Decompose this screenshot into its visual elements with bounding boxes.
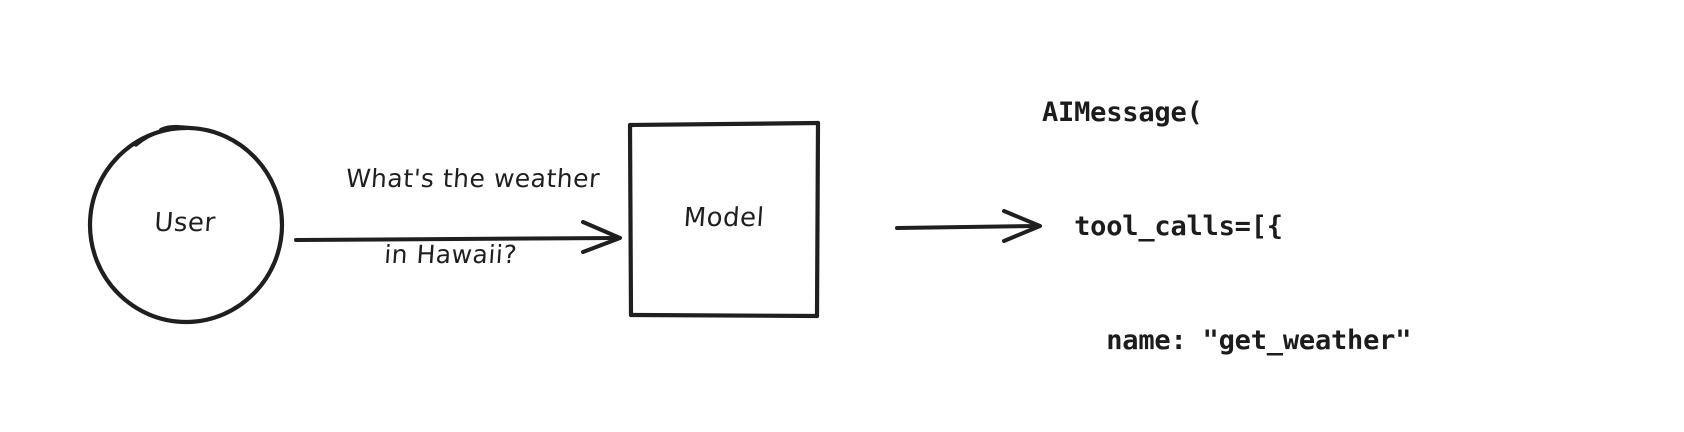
code-line: name: "get_weather" [1042, 325, 1412, 356]
user-node-label: User [153, 208, 217, 238]
user-node [87, 124, 285, 325]
code-line: AIMessage( [1042, 97, 1203, 128]
model-node-label: Model [682, 203, 766, 233]
edge-label-line-1: What's the weather [344, 164, 601, 193]
code-line: tool_calls=[{ [1042, 211, 1283, 242]
edge-label-line-2: in Hawaii? [383, 240, 519, 269]
ai-message-code-block: AIMessage( tool_calls=[{ name: "get_weat… [1042, 18, 1443, 432]
edge-label-user-to-model: What's the weather in Hawaii? [282, 122, 622, 350]
model-node [627, 120, 821, 319]
arrow-model-to-output [895, 209, 1042, 243]
arrow-user-to-model [294, 220, 622, 254]
